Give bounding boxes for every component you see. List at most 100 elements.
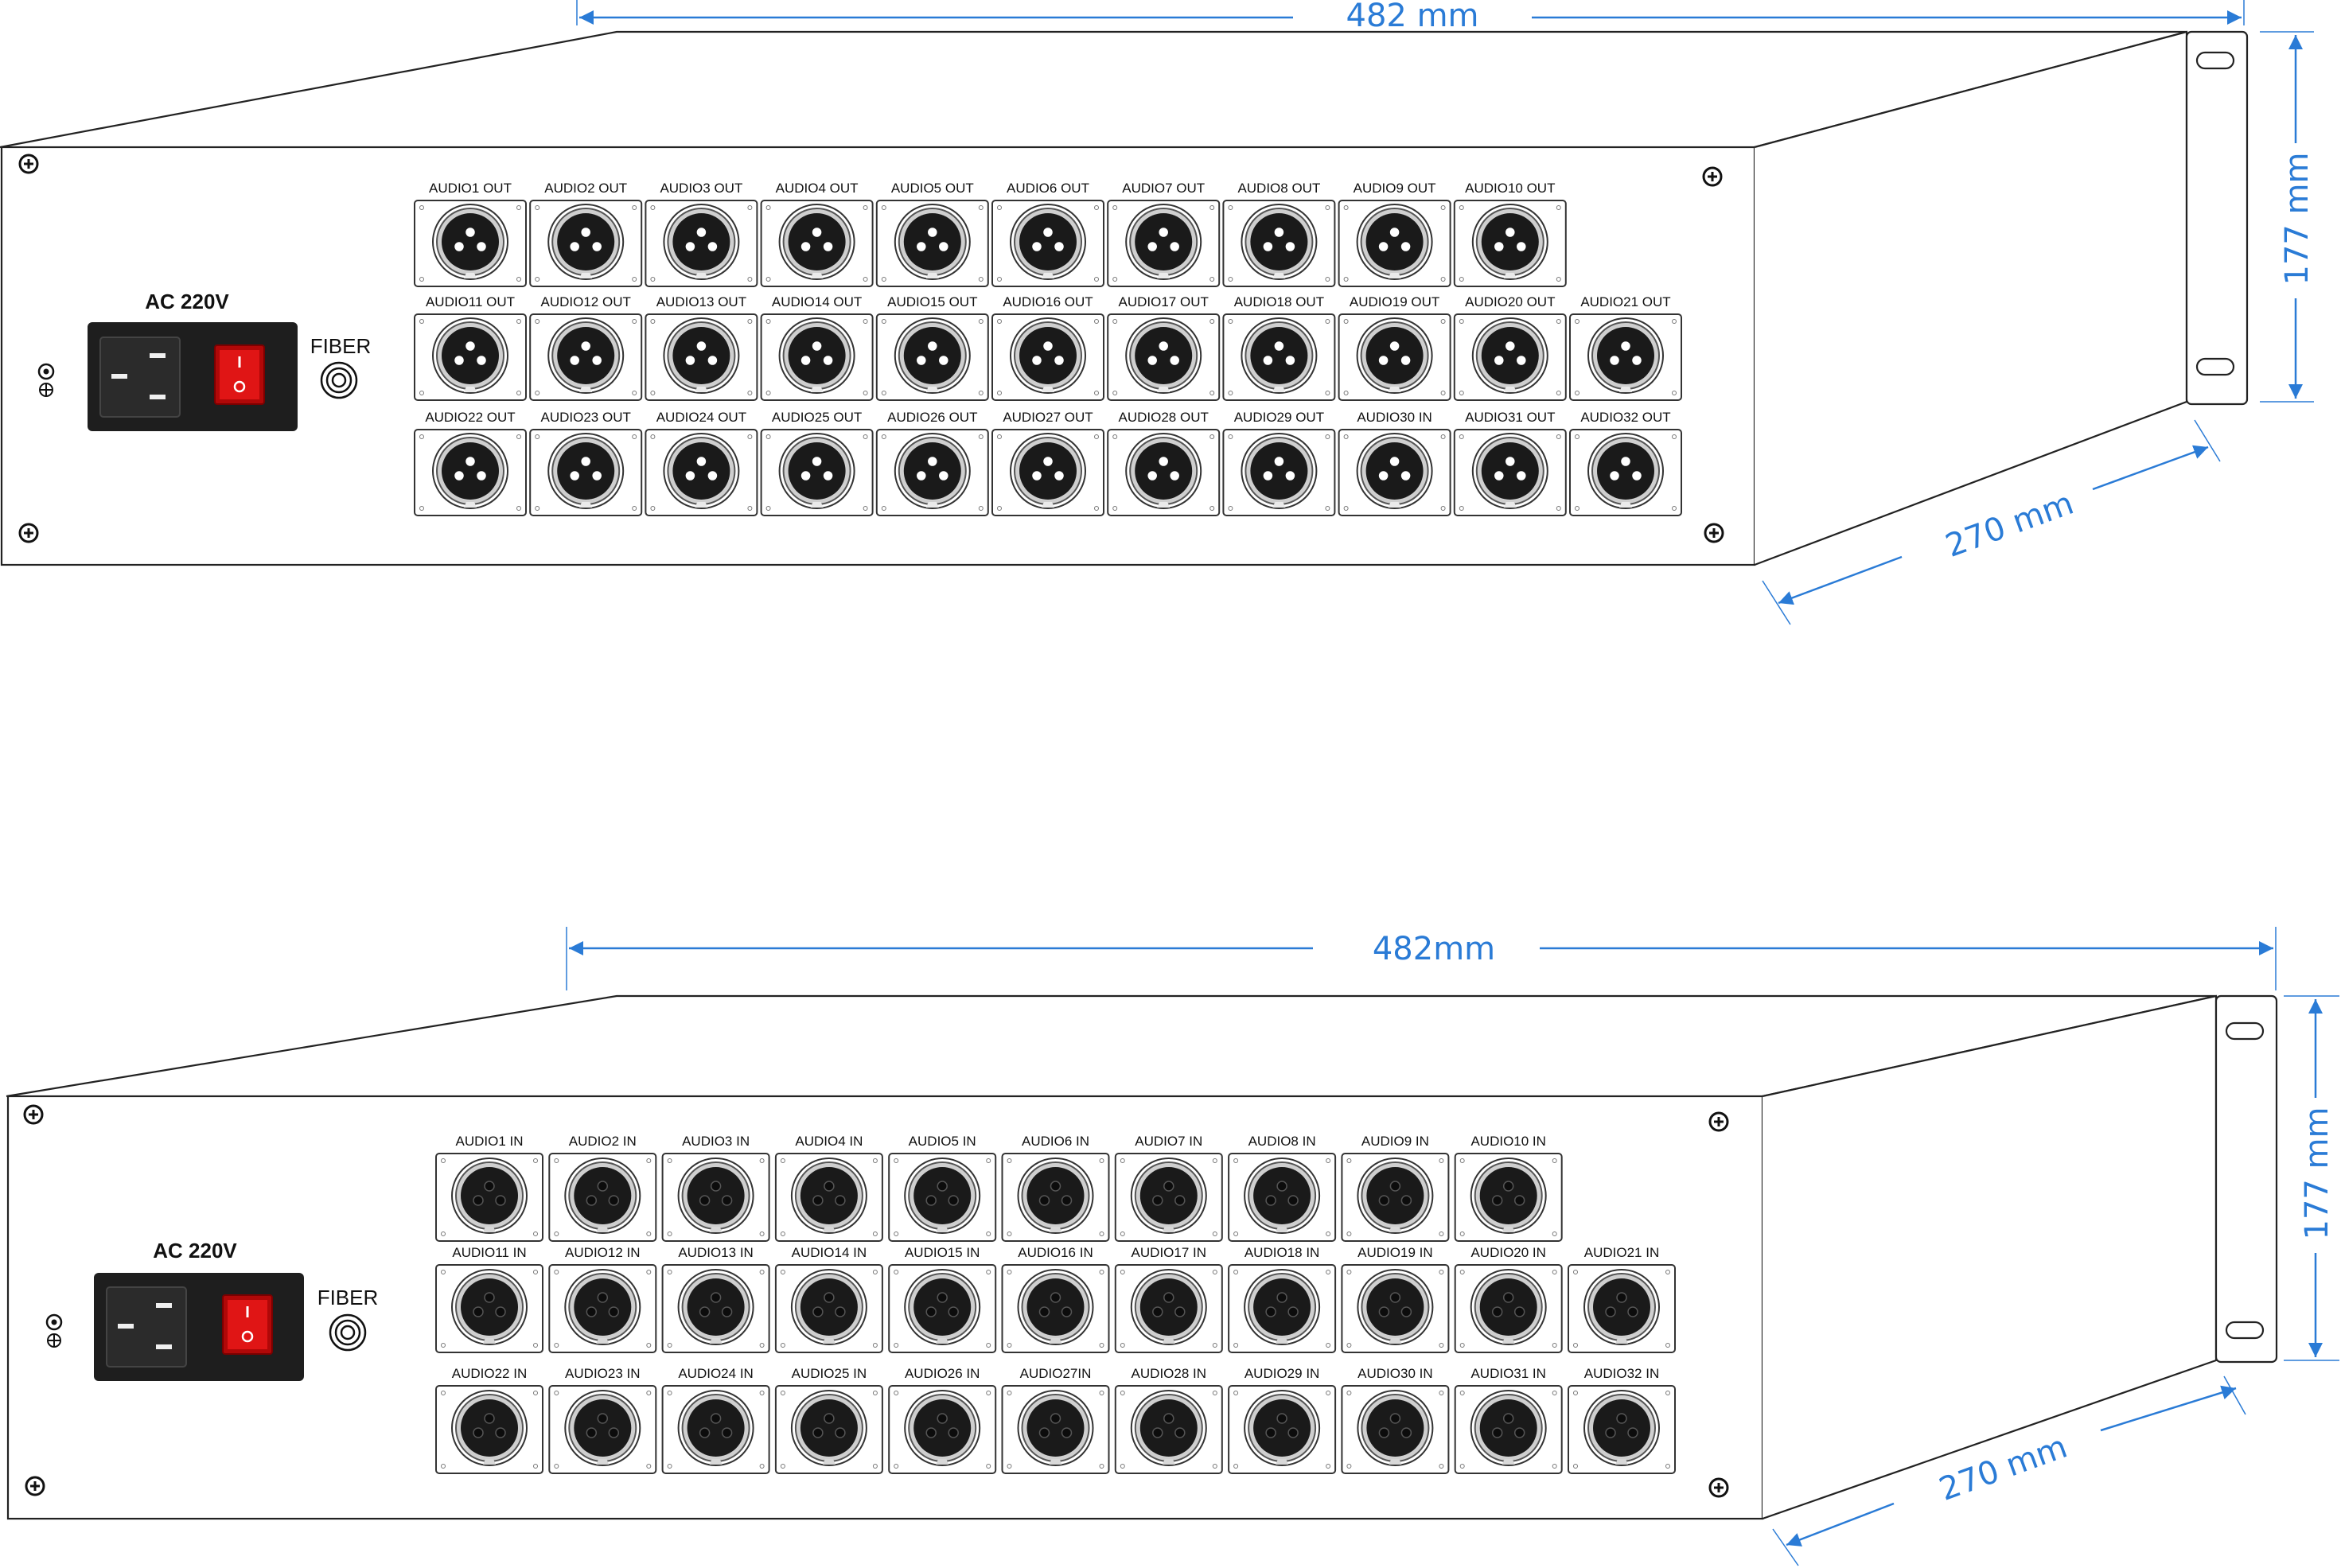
xlr-male-connector-icon <box>1587 433 1664 509</box>
xlr-input-port[interactable]: AUDIO20 IN <box>1454 1245 1563 1353</box>
xlr-output-port[interactable]: AUDIO5 OUT <box>875 181 989 287</box>
xlr-female-connector-icon <box>904 1390 981 1466</box>
port-label: AUDIO23 IN <box>565 1366 640 1381</box>
xlr-input-port[interactable]: AUDIO31 IN <box>1454 1366 1563 1474</box>
xlr-output-port[interactable]: AUDIO4 OUT <box>760 181 874 287</box>
xlr-input-port[interactable]: AUDIO7 IN <box>1114 1134 1223 1242</box>
xlr-output-port[interactable]: AUDIO19 OUT <box>1338 294 1451 401</box>
port-label: AUDIO15 OUT <box>887 294 977 309</box>
xlr-output-port[interactable]: AUDIO21 OUT <box>1569 294 1682 401</box>
port-label: AUDIO26 IN <box>905 1366 980 1381</box>
port-label: AUDIO21 IN <box>1584 1245 1659 1260</box>
port-label: AUDIO19 IN <box>1357 1245 1432 1260</box>
xlr-output-port[interactable]: AUDIO29 OUT <box>1222 410 1336 516</box>
xlr-output-port[interactable]: AUDIO11 OUT <box>414 294 527 401</box>
xlr-input-port[interactable]: AUDIO6 IN <box>1001 1134 1110 1242</box>
xlr-output-port[interactable]: AUDIO18 OUT <box>1222 294 1336 401</box>
xlr-output-port[interactable]: AUDIO6 OUT <box>991 181 1104 287</box>
xlr-output-port[interactable]: AUDIO2 OUT <box>529 181 643 287</box>
height-dimension-label: 177 mm <box>2279 153 2316 286</box>
rocker-switch-icon[interactable] <box>214 344 265 405</box>
port-label: AUDIO31 IN <box>1470 1366 1545 1381</box>
xlr-output-port[interactable]: AUDIO17 OUT <box>1107 294 1221 401</box>
xlr-male-connector-icon <box>894 204 971 280</box>
xlr-output-port[interactable]: AUDIO30 IN <box>1338 410 1451 516</box>
xlr-output-port[interactable]: AUDIO3 OUT <box>645 181 758 287</box>
xlr-output-port[interactable]: AUDIO16 OUT <box>991 294 1104 401</box>
xlr-output-port[interactable]: AUDIO28 OUT <box>1107 410 1221 516</box>
xlr-female-connector-icon <box>1017 1158 1094 1234</box>
xlr-input-port[interactable]: AUDIO25 IN <box>774 1366 883 1474</box>
xlr-input-port[interactable]: AUDIO11 IN <box>435 1245 543 1353</box>
xlr-input-port[interactable]: AUDIO13 IN <box>661 1245 770 1353</box>
xlr-input-port[interactable]: AUDIO8 IN <box>1228 1134 1337 1242</box>
width-dimension-label: 482mm <box>1373 931 1495 967</box>
power-label: AC 220V <box>153 1239 237 1263</box>
port-label: AUDIO13 IN <box>678 1245 753 1260</box>
xlr-input-port[interactable]: AUDIO30 IN <box>1341 1366 1450 1474</box>
screw-icon <box>25 1476 45 1496</box>
xlr-male-connector-icon <box>663 317 740 394</box>
xlr-output-port[interactable]: AUDIO31 OUT <box>1453 410 1567 516</box>
port-label: AUDIO23 OUT <box>541 410 631 425</box>
port-label: AUDIO7 IN <box>1135 1134 1202 1149</box>
xlr-male-connector-icon <box>547 317 625 394</box>
xlr-input-port[interactable]: AUDIO12 IN <box>548 1245 657 1353</box>
xlr-input-port[interactable]: AUDIO2 IN <box>548 1134 657 1242</box>
xlr-output-port[interactable]: AUDIO15 OUT <box>875 294 989 401</box>
xlr-female-connector-icon <box>1470 1158 1547 1234</box>
port-label: AUDIO22 OUT <box>425 410 515 425</box>
xlr-input-port[interactable]: AUDIO29 IN <box>1228 1366 1337 1474</box>
xlr-output-port[interactable]: AUDIO26 OUT <box>875 410 989 516</box>
xlr-output-port[interactable]: AUDIO10 OUT <box>1453 181 1567 287</box>
xlr-input-port[interactable]: AUDIO32 IN <box>1568 1366 1676 1474</box>
xlr-input-port[interactable]: AUDIO9 IN <box>1341 1134 1450 1242</box>
xlr-input-port[interactable]: AUDIO1 IN <box>435 1134 543 1242</box>
fiber-port-icon[interactable] <box>329 1313 367 1352</box>
screw-icon <box>1708 1477 1729 1498</box>
fiber-port-icon[interactable] <box>320 361 358 399</box>
xlr-input-port[interactable]: AUDIO19 IN <box>1341 1245 1450 1353</box>
xlr-input-port[interactable]: AUDIO4 IN <box>774 1134 883 1242</box>
xlr-input-port[interactable]: AUDIO14 IN <box>774 1245 883 1353</box>
xlr-output-port[interactable]: AUDIO27 OUT <box>991 410 1104 516</box>
xlr-output-port[interactable]: AUDIO32 OUT <box>1569 410 1682 516</box>
xlr-input-port[interactable]: AUDIO26 IN <box>888 1366 997 1474</box>
port-label: AUDIO10 IN <box>1470 1134 1545 1149</box>
screw-icon <box>23 1104 44 1125</box>
xlr-output-port[interactable]: AUDIO8 OUT <box>1222 181 1336 287</box>
xlr-input-port[interactable]: AUDIO27IN <box>1001 1366 1110 1474</box>
rocker-switch-icon[interactable] <box>222 1294 273 1355</box>
port-label: AUDIO30 IN <box>1357 1366 1432 1381</box>
xlr-male-connector-icon <box>1241 433 1318 509</box>
xlr-output-port[interactable]: AUDIO12 OUT <box>529 294 643 401</box>
xlr-output-port[interactable]: AUDIO22 OUT <box>414 410 527 516</box>
port-label: AUDIO27IN <box>1020 1366 1092 1381</box>
xlr-output-port[interactable]: AUDIO24 OUT <box>645 410 758 516</box>
port-label: AUDIO5 OUT <box>891 181 974 196</box>
xlr-input-port[interactable]: AUDIO16 IN <box>1001 1245 1110 1353</box>
xlr-output-port[interactable]: AUDIO23 OUT <box>529 410 643 516</box>
port-label: AUDIO28 IN <box>1132 1366 1206 1381</box>
xlr-input-port[interactable]: AUDIO24 IN <box>661 1366 770 1474</box>
xlr-input-port[interactable]: AUDIO15 IN <box>888 1245 997 1353</box>
xlr-output-port[interactable]: AUDIO13 OUT <box>645 294 758 401</box>
xlr-output-port[interactable]: AUDIO7 OUT <box>1107 181 1221 287</box>
xlr-input-port[interactable]: AUDIO22 IN <box>435 1366 543 1474</box>
xlr-input-port[interactable]: AUDIO21 IN <box>1568 1245 1676 1353</box>
xlr-output-port[interactable]: AUDIO1 OUT <box>414 181 527 287</box>
screw-icon <box>1704 523 1724 543</box>
xlr-input-port[interactable]: AUDIO23 IN <box>548 1366 657 1474</box>
xlr-output-port[interactable]: AUDIO14 OUT <box>760 294 874 401</box>
xlr-output-port[interactable]: AUDIO25 OUT <box>760 410 874 516</box>
xlr-input-port[interactable]: AUDIO3 IN <box>661 1134 770 1242</box>
port-label: AUDIO31 OUT <box>1465 410 1555 425</box>
xlr-output-port[interactable]: AUDIO20 OUT <box>1453 294 1567 401</box>
xlr-input-port[interactable]: AUDIO5 IN <box>888 1134 997 1242</box>
xlr-male-connector-icon <box>778 317 855 394</box>
xlr-input-port[interactable]: AUDIO17 IN <box>1114 1245 1223 1353</box>
xlr-input-port[interactable]: AUDIO10 IN <box>1454 1134 1563 1242</box>
xlr-input-port[interactable]: AUDIO18 IN <box>1228 1245 1337 1353</box>
xlr-output-port[interactable]: AUDIO9 OUT <box>1338 181 1451 287</box>
xlr-input-port[interactable]: AUDIO28 IN <box>1114 1366 1223 1474</box>
